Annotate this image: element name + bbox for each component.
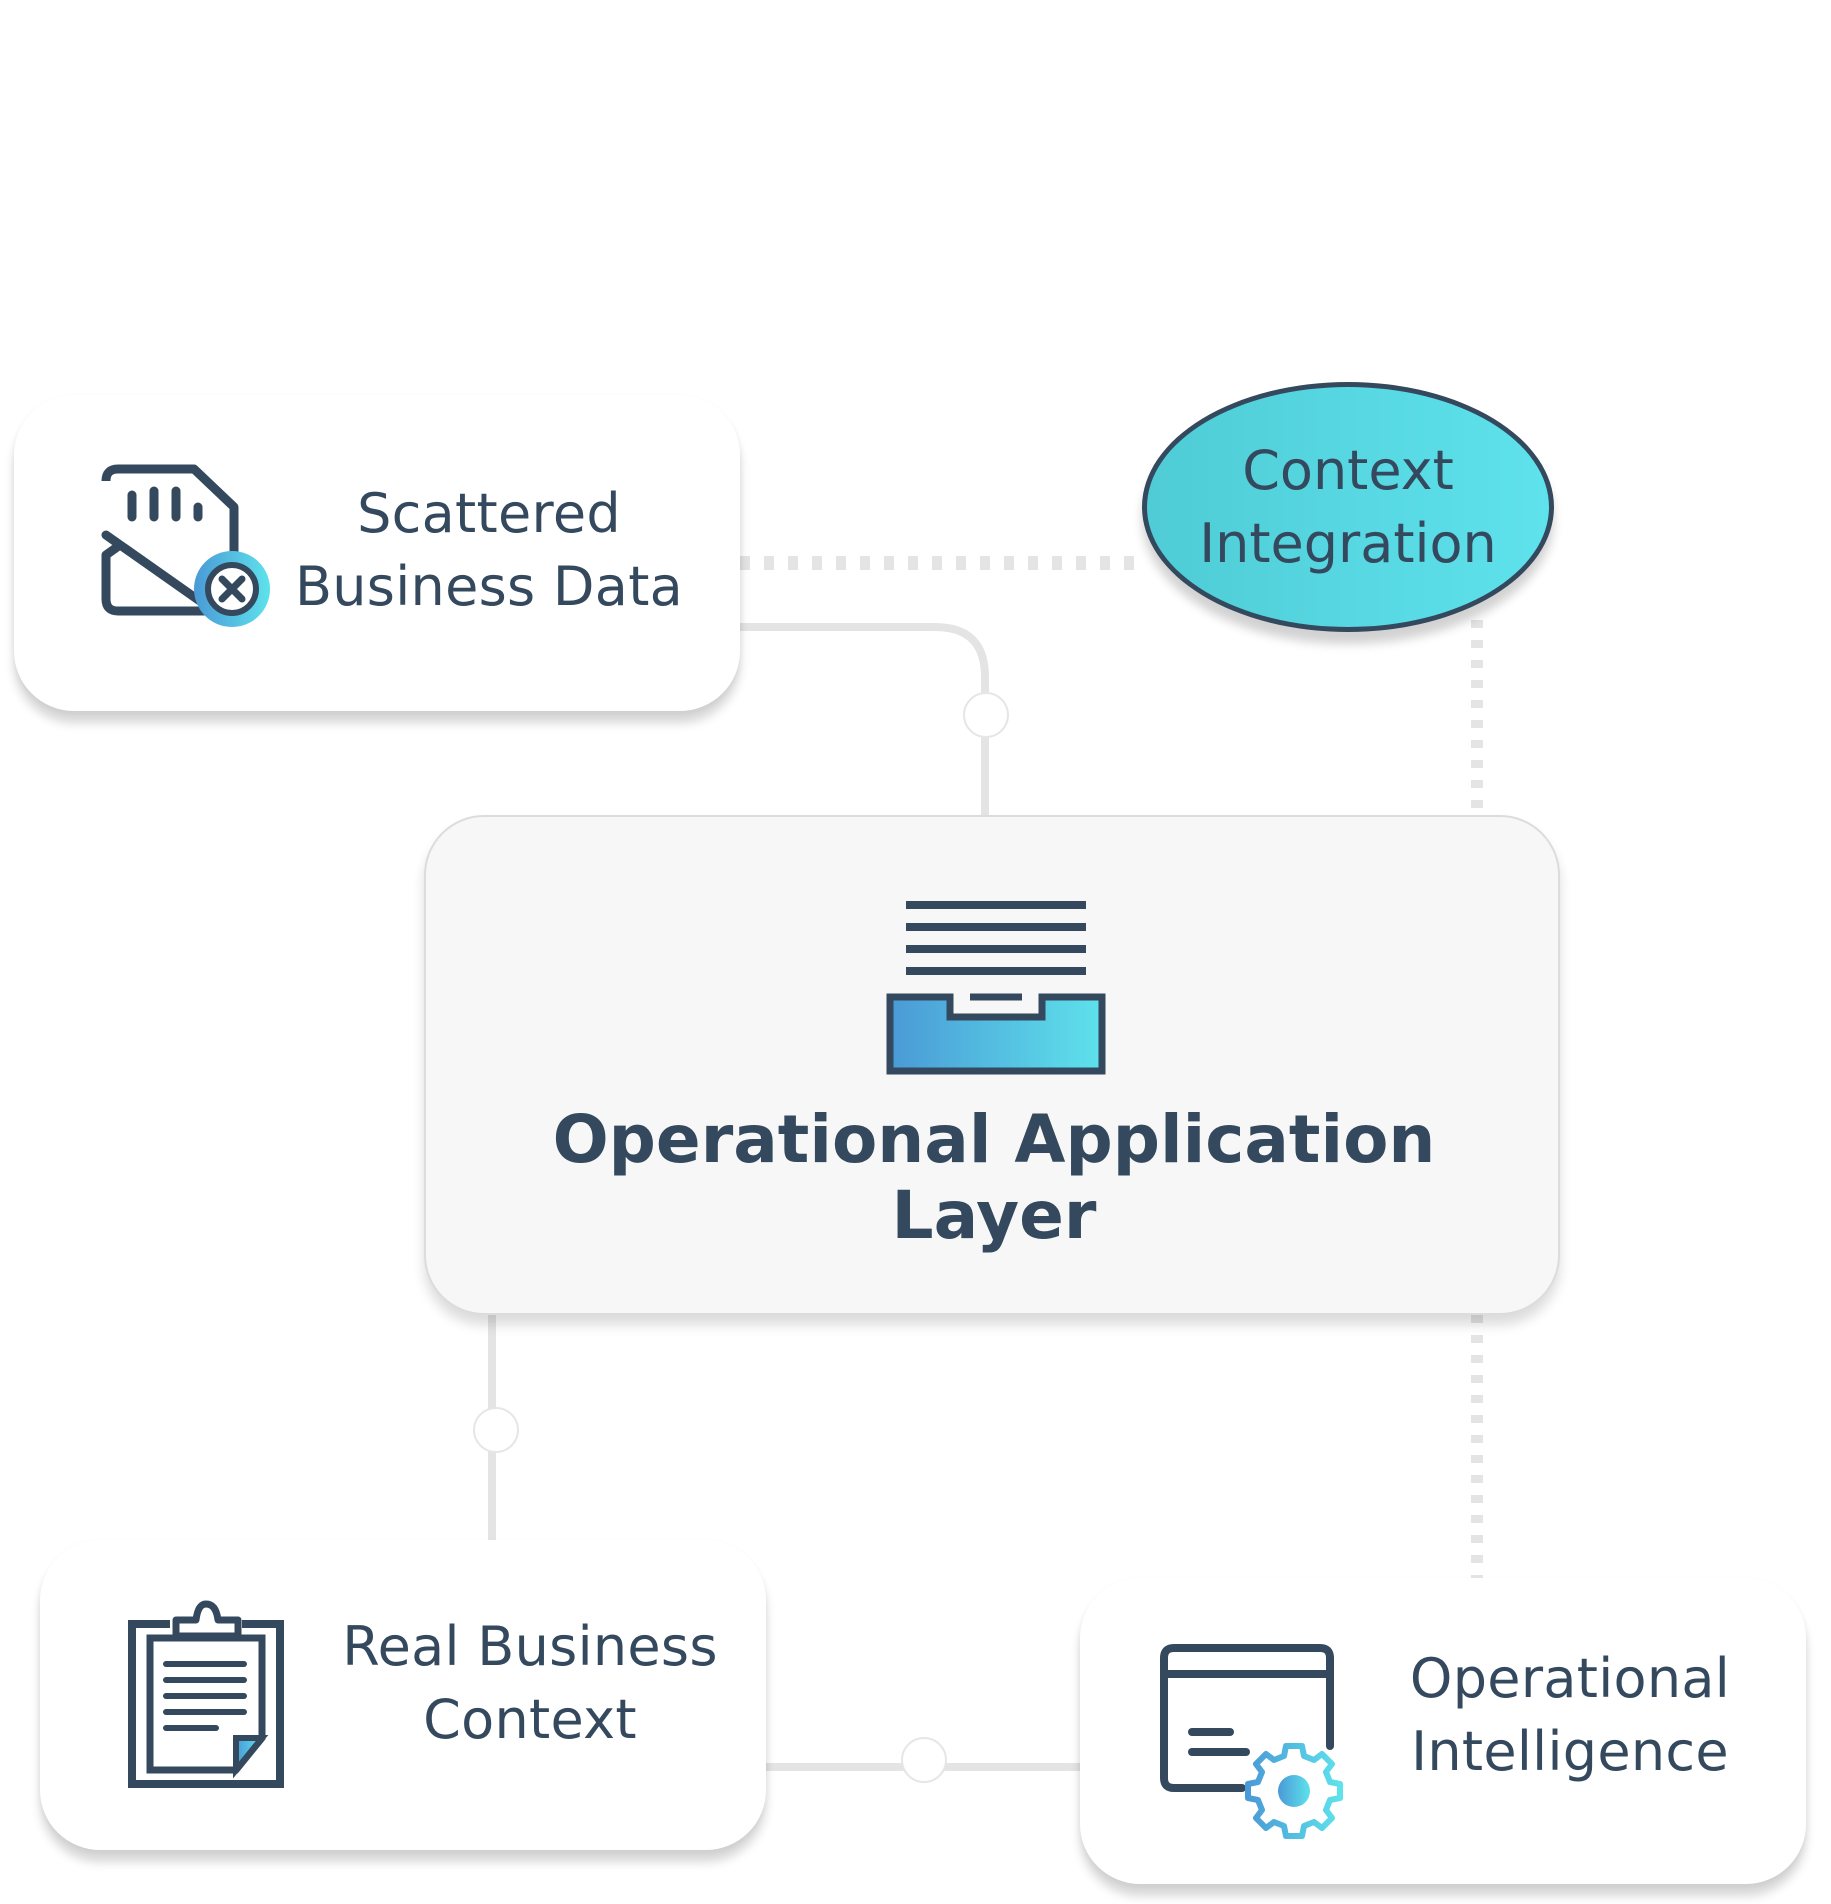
- clipboard-document-icon: [120, 1596, 320, 1796]
- node-context-integration: Context Integration: [1142, 382, 1554, 632]
- center-title: Operational Application Layer: [552, 1101, 1436, 1254]
- browser-settings-icon: [1150, 1628, 1370, 1848]
- node-label: Operational Intelligence: [1409, 1647, 1731, 1783]
- node-label: Real Business Context: [342, 1615, 718, 1751]
- connector-node: [963, 692, 1009, 738]
- sd-card-error-icon: [84, 451, 284, 651]
- node-real-business-context: Real Business Context: [40, 1540, 766, 1850]
- connector-scattered-center: [736, 623, 989, 819]
- connector-node: [473, 1407, 519, 1453]
- node-scattered-business-data: Scattered Business Data: [14, 395, 740, 711]
- connector-node: [901, 1737, 947, 1783]
- node-operational-intelligence: Operational Intelligence: [1080, 1578, 1806, 1884]
- operational-application-layer: Operational Application Layer: [424, 815, 1560, 1315]
- archive-tray-icon: [886, 887, 1112, 1077]
- node-label: Scattered Business Data: [294, 482, 684, 618]
- node-label: Context Integration: [1199, 439, 1497, 575]
